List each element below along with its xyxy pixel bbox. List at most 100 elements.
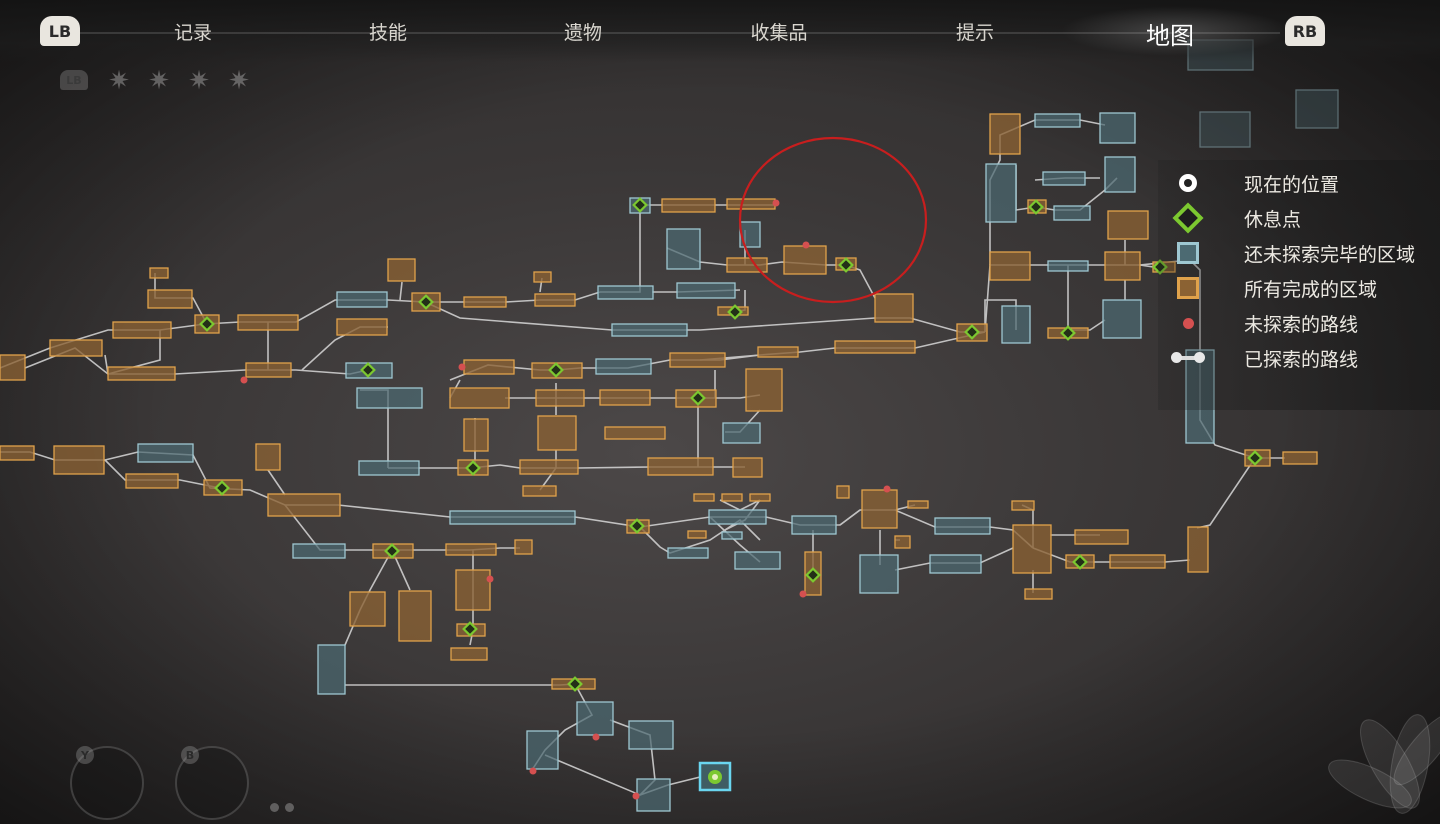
rest-point-icon[interactable]	[199, 316, 215, 332]
unfinished-area-room[interactable]	[1199, 111, 1251, 148]
completed-area-room[interactable]	[53, 445, 105, 475]
completed-area-room[interactable]	[732, 457, 763, 478]
completed-area-room[interactable]	[726, 198, 776, 210]
unfinished-area-room[interactable]	[859, 554, 899, 594]
completed-area-room[interactable]	[669, 352, 726, 368]
rest-point-icon[interactable]	[548, 362, 564, 378]
unfinished-area-room[interactable]	[292, 543, 346, 559]
unfinished-area-room[interactable]	[667, 547, 709, 559]
rest-point-icon[interactable]	[727, 304, 743, 320]
unfinished-area-room[interactable]	[1001, 305, 1031, 344]
completed-area-room[interactable]	[0, 445, 35, 461]
unfinished-area-room[interactable]	[1102, 299, 1142, 339]
region-emblem-icon[interactable]: ✷	[188, 66, 210, 96]
tab-skills[interactable]: 技能	[368, 22, 408, 44]
unfinished-area-room[interactable]	[449, 510, 576, 525]
rest-point-icon[interactable]	[805, 567, 821, 583]
tab-relics[interactable]: 遗物	[563, 22, 603, 44]
completed-area-room[interactable]	[534, 293, 576, 307]
completed-area-room[interactable]	[661, 198, 716, 213]
region-emblem-icon[interactable]: ✷	[228, 66, 250, 96]
completed-area-room[interactable]	[1012, 524, 1052, 574]
rest-point-icon[interactable]	[690, 390, 706, 406]
completed-area-room[interactable]	[237, 314, 299, 331]
rest-point-icon[interactable]	[632, 197, 648, 213]
rest-point-icon[interactable]	[360, 362, 376, 378]
unfinished-area-room[interactable]	[317, 644, 346, 695]
completed-area-room[interactable]	[647, 457, 714, 476]
unfinished-area-room[interactable]	[1042, 171, 1086, 186]
rest-point-icon[interactable]	[567, 676, 583, 692]
unfinished-area-room[interactable]	[358, 460, 420, 476]
rest-point-icon[interactable]	[465, 460, 481, 476]
completed-area-room[interactable]	[255, 443, 281, 471]
completed-area-room[interactable]	[522, 485, 557, 497]
completed-area-room[interactable]	[721, 493, 743, 502]
unfinished-area-room[interactable]	[721, 531, 743, 540]
completed-area-room[interactable]	[907, 500, 929, 509]
completed-area-room[interactable]	[726, 257, 768, 273]
completed-area-room[interactable]	[783, 245, 827, 275]
completed-area-room[interactable]	[1187, 526, 1209, 573]
unfinished-area-room[interactable]	[666, 228, 701, 270]
unfinished-area-room[interactable]	[1034, 113, 1081, 128]
b-button-skill-slot[interactable]: B	[175, 746, 249, 820]
unfinished-area-room[interactable]	[1053, 205, 1091, 221]
completed-area-room[interactable]	[1109, 554, 1166, 569]
unfinished-area-room[interactable]	[676, 282, 736, 299]
completed-area-room[interactable]	[989, 251, 1031, 281]
tab-collectibles[interactable]: 收集品	[750, 22, 808, 44]
unfinished-area-room[interactable]	[1047, 260, 1089, 272]
unfinished-area-room[interactable]	[576, 701, 614, 736]
completed-area-room[interactable]	[245, 362, 292, 378]
unfinished-area-room[interactable]	[1295, 89, 1339, 129]
completed-area-room[interactable]	[1024, 588, 1053, 600]
completed-area-room[interactable]	[861, 489, 898, 529]
completed-area-room[interactable]	[537, 415, 577, 451]
unfinished-area-room[interactable]	[791, 515, 837, 535]
rest-point-icon[interactable]	[384, 543, 400, 559]
tab-records[interactable]: 记录	[173, 22, 213, 44]
completed-area-room[interactable]	[757, 346, 799, 358]
completed-area-room[interactable]	[267, 493, 341, 517]
region-emblem-icon[interactable]: ✷	[108, 66, 130, 96]
unfinished-area-room[interactable]	[356, 387, 423, 409]
rest-point-icon[interactable]	[629, 518, 645, 534]
completed-area-room[interactable]	[1074, 529, 1129, 545]
completed-area-room[interactable]	[0, 354, 26, 381]
completed-area-room[interactable]	[745, 368, 783, 412]
completed-area-room[interactable]	[514, 539, 533, 555]
completed-area-room[interactable]	[445, 543, 497, 556]
rest-point-icon[interactable]	[964, 324, 980, 340]
rest-point-icon[interactable]	[1028, 199, 1044, 215]
rest-point-icon[interactable]	[462, 621, 478, 637]
completed-area-room[interactable]	[349, 591, 386, 627]
completed-area-room[interactable]	[112, 321, 172, 339]
rest-point-icon[interactable]	[838, 257, 854, 273]
unfinished-area-room[interactable]	[636, 778, 671, 812]
unfinished-area-room[interactable]	[611, 323, 688, 337]
unfinished-area-room[interactable]	[336, 291, 388, 308]
completed-area-room[interactable]	[894, 535, 911, 549]
unfinished-area-room[interactable]	[985, 163, 1017, 223]
unfinished-area-room[interactable]	[739, 221, 761, 248]
completed-area-room[interactable]	[535, 389, 585, 407]
completed-area-room[interactable]	[533, 271, 552, 283]
completed-area-room[interactable]	[874, 293, 914, 323]
tab-hints[interactable]: 提示	[955, 22, 995, 44]
tab-map[interactable]: 地图	[1146, 22, 1194, 50]
completed-area-room[interactable]	[463, 359, 515, 375]
completed-area-room[interactable]	[449, 387, 510, 409]
completed-area-room[interactable]	[1011, 500, 1035, 511]
unfinished-area-room[interactable]	[137, 443, 194, 463]
unfinished-area-room[interactable]	[722, 422, 761, 444]
unfinished-area-room[interactable]	[708, 509, 767, 525]
completed-area-room[interactable]	[49, 339, 103, 357]
rb-button[interactable]: RB	[1285, 16, 1325, 46]
rest-point-icon[interactable]	[1060, 325, 1076, 341]
completed-area-room[interactable]	[149, 267, 169, 279]
completed-area-room[interactable]	[687, 530, 707, 539]
completed-area-room[interactable]	[455, 569, 491, 611]
completed-area-room[interactable]	[147, 289, 193, 309]
